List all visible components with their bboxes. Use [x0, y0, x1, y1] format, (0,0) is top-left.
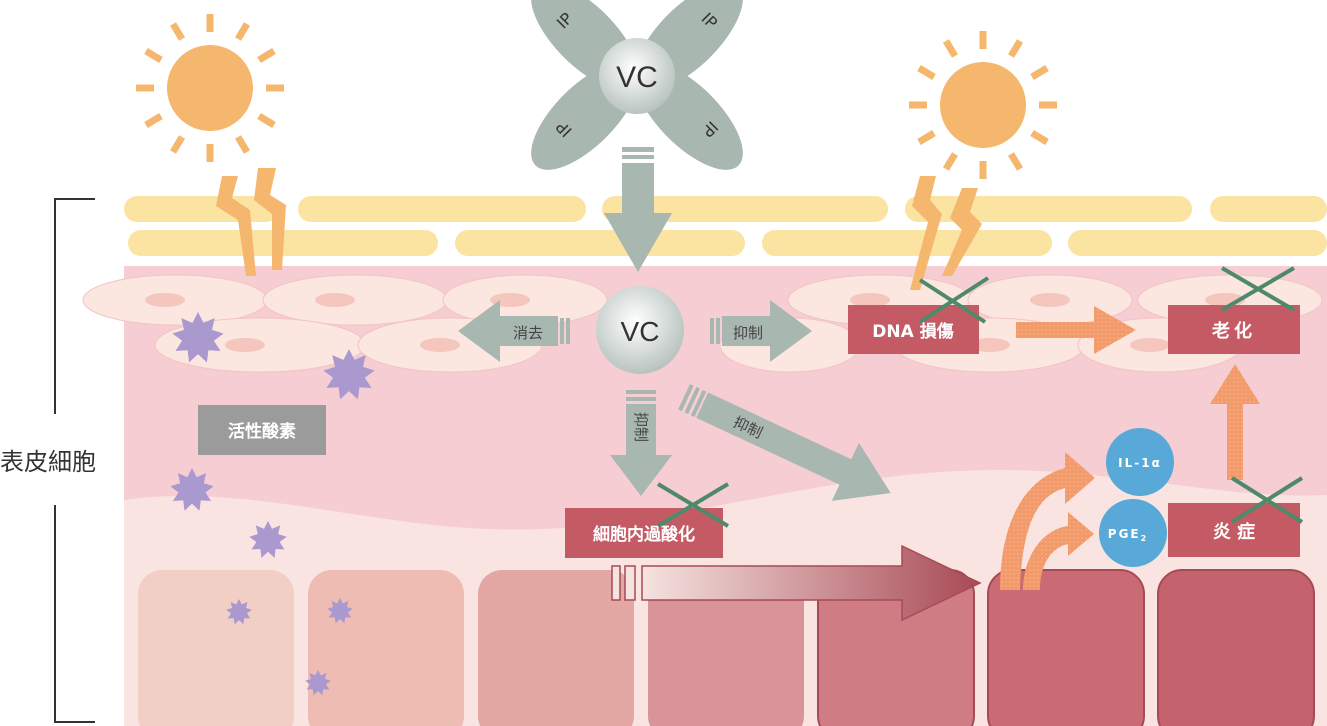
ros-particle-icon [305, 670, 331, 696]
cross-icon [918, 276, 990, 324]
cross-icon [1230, 476, 1304, 524]
eliminate-arrow: 消去 [458, 300, 570, 362]
cross-icon [656, 482, 730, 528]
aging-box: 老化 [1168, 305, 1300, 354]
sun-icon [909, 31, 1057, 179]
ros-particle-icon [226, 599, 252, 625]
epidermis-label: 表皮細胞 [0, 448, 96, 476]
vc-molecule-label: VC [616, 61, 658, 94]
inhibit-right-label: 抑制 [733, 324, 763, 342]
nuclei-row-2 [225, 338, 1170, 352]
inhibit-down-label: 抑制 [632, 412, 650, 442]
lipid-layer [124, 196, 1327, 256]
ros-label: 活性酸素 [228, 421, 296, 442]
dna-damage-label: DNA 損傷 [872, 321, 953, 342]
il1a-label: IL-1α [1118, 456, 1162, 470]
peroxidation-box: 細胞内過酸化 [565, 508, 723, 558]
ros-particle-icon [327, 598, 353, 624]
sun-icon [136, 14, 284, 162]
dna-damage-box: DNA 損傷 [848, 305, 979, 354]
inflammation-box: 炎 症 [1168, 503, 1300, 557]
cross-icon [1220, 266, 1296, 312]
peroxidation-arrow [611, 544, 982, 622]
il1a-circle: IL-1α [1106, 428, 1174, 496]
basal-cells [138, 569, 1315, 726]
vc-molecule-icon: VC IP IP IP IP [531, 0, 743, 170]
absorption-arrow [604, 147, 672, 272]
inhibit-right-arrow: 抑制 [710, 300, 812, 362]
ros-particle-icon [170, 312, 375, 696]
ros-box: 活性酸素 [198, 405, 326, 455]
epidermis-bracket [54, 198, 95, 723]
peroxidation-label: 細胞内過酸化 [593, 524, 695, 545]
progression-arrows [1000, 306, 1260, 590]
pge2-label: PGE2 [1108, 527, 1148, 543]
inhibit-down-arrow: 抑制 [610, 390, 672, 496]
ros-particle-icon [323, 349, 375, 400]
ros-particle-icon [170, 468, 214, 511]
ros-particle-icon [172, 312, 224, 363]
ros-particle-icon [249, 521, 287, 558]
inflammation-label: 炎 症 [1213, 521, 1255, 543]
vc-cell: VC [596, 286, 684, 374]
vc-cell-label: VC [621, 316, 660, 347]
pge2-circle: PGE2 [1099, 499, 1167, 567]
eliminate-label: 消去 [513, 324, 543, 342]
uv-ray-icon [216, 168, 982, 290]
aging-label: 老化 [1212, 320, 1256, 342]
